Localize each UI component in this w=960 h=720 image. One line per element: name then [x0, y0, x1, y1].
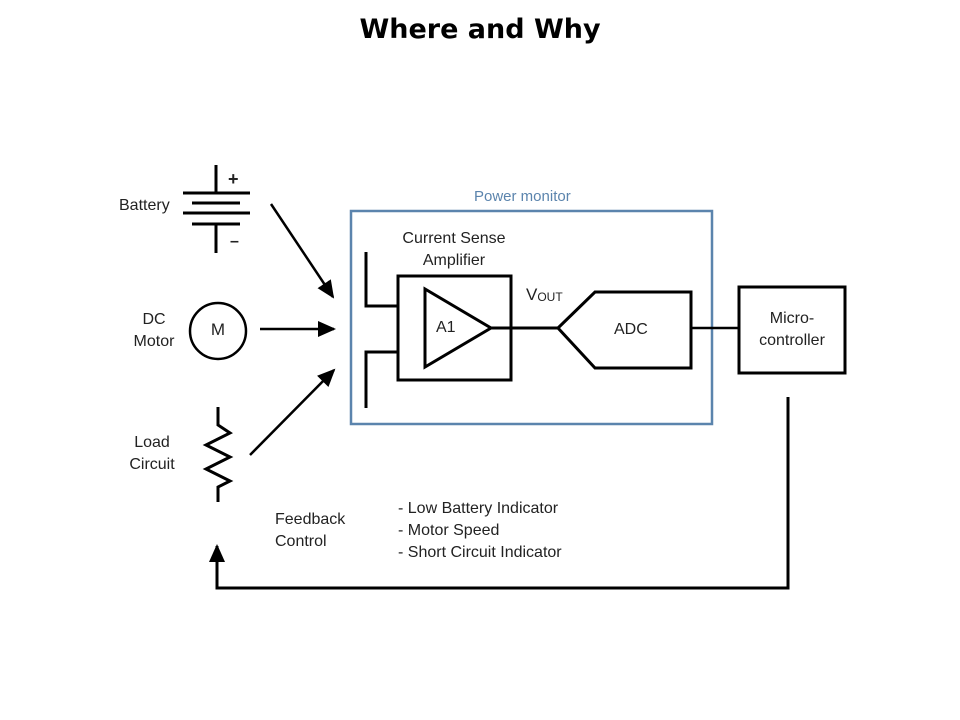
microcontroller-label: Micro- controller — [739, 308, 845, 352]
amplifier-triangle-icon — [423, 286, 494, 370]
motor-label: DC Motor — [124, 309, 184, 353]
motor-label-line2: Motor — [133, 333, 175, 350]
battery-minus: – — [230, 233, 239, 250]
motor-label-line1: DC — [142, 311, 166, 328]
resistor-icon — [202, 407, 234, 502]
battery-arrow — [269, 203, 335, 299]
amplifier-label-line2: Amplifier — [422, 252, 486, 269]
feedback-line — [209, 397, 790, 590]
power-monitor-label: Power monitor — [474, 188, 571, 205]
load-label-line2: Circuit — [129, 456, 175, 473]
adc-label: ADC — [614, 321, 648, 338]
battery-label: Battery — [119, 197, 170, 214]
microcontroller-label-line1: Micro- — [769, 310, 815, 327]
vout-label: VOUT — [526, 284, 563, 307]
motor-icon — [188, 301, 248, 361]
feedback-item: - Low Battery Indicator — [398, 500, 559, 517]
feedback-label-line2: Control — [275, 533, 327, 550]
adc-block — [555, 290, 693, 370]
motor-symbol: M — [210, 320, 226, 339]
vout-main: V — [526, 285, 538, 304]
power-monitor-box — [349, 209, 714, 426]
battery-plus: + — [228, 169, 239, 189]
feedback-list: - Low Battery Indicator - Motor Speed - … — [398, 498, 562, 564]
vout-subscript: OUT — [537, 290, 563, 304]
sense-lines — [364, 252, 398, 408]
battery-icon — [183, 165, 250, 253]
feedback-item: - Short Circuit Indicator — [398, 544, 562, 561]
feedback-item: - Motor Speed — [398, 522, 500, 539]
microcontroller-box — [737, 285, 847, 375]
load-label-line1: Load — [134, 434, 170, 451]
feedback-label-line1: Feedback — [275, 511, 346, 528]
microcontroller-label-line2: controller — [759, 332, 825, 349]
amplifier-label: Current Sense Amplifier — [388, 228, 520, 272]
load-label: Load Circuit — [120, 432, 184, 476]
load-arrow — [249, 368, 336, 456]
feedback-label: Feedback Control — [275, 509, 345, 553]
amplifier-label-line1: Current Sense — [402, 230, 506, 247]
slide-title: Where and Why — [359, 14, 601, 45]
amplifier-symbol: A1 — [436, 319, 456, 336]
